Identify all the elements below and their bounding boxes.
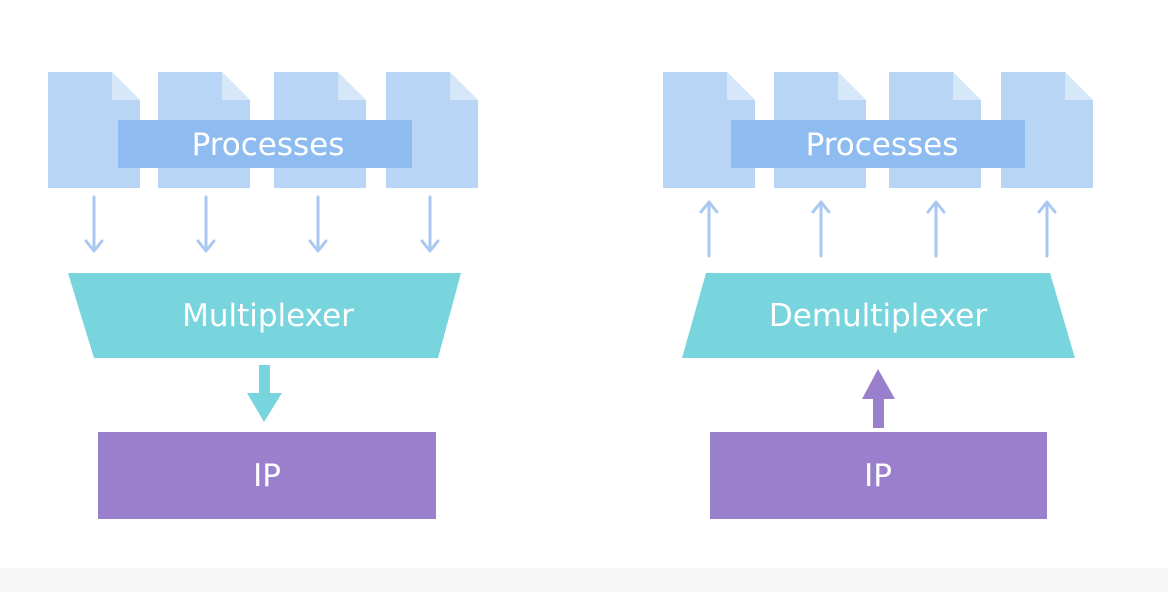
multiplexer-label: Multiplexer (182, 298, 354, 334)
processes-label: Processes (192, 127, 345, 163)
arrow-down-icon (308, 195, 328, 253)
ip-block (98, 432, 436, 519)
arrow-down-icon (84, 195, 104, 253)
arrow-up-icon (1037, 200, 1057, 258)
multiplexer-block (68, 273, 461, 358)
demultiplexer-label: Demultiplexer (769, 298, 987, 334)
ip-block (710, 432, 1047, 519)
arrow-down-icon (420, 195, 440, 253)
processes-label: Processes (806, 127, 959, 163)
multiplexing-panel: Processes Multiplexer (48, 72, 478, 519)
ip-label: IP (864, 458, 892, 494)
demultiplexing-panel: Processes Demultiplexer (663, 72, 1093, 519)
processes-bar (731, 120, 1025, 168)
bottom-strip (0, 568, 1168, 592)
arrow-up-icon (699, 200, 719, 258)
demultiplexer-block (682, 273, 1075, 358)
arrow-up-icon (811, 200, 831, 258)
ip-label: IP (253, 458, 281, 494)
arrow-up-icon (862, 369, 895, 428)
process-arrows-up (699, 200, 1057, 258)
processes-bar (118, 120, 412, 168)
arrow-down-icon (196, 195, 216, 253)
arrow-up-icon (926, 200, 946, 258)
file-icon (48, 72, 140, 188)
process-arrows-down (84, 195, 440, 253)
arrow-down-icon (247, 365, 282, 422)
